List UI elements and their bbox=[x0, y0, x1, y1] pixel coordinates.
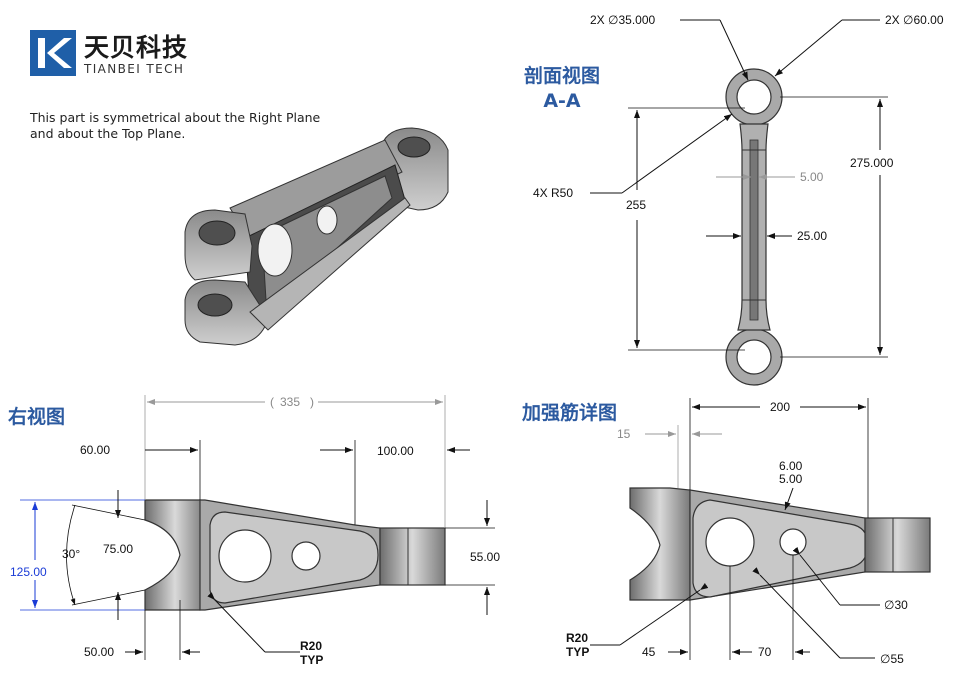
section-hole-large-dim: 2X ∅60.00 bbox=[885, 13, 944, 27]
company-name-en: TIANBEI TECH bbox=[84, 62, 185, 76]
right-bottom-width-dim: 50.00 bbox=[84, 645, 114, 659]
section-web-thin-dim: 5.00 bbox=[800, 170, 824, 184]
note-line-2: and about the Top Plane. bbox=[30, 126, 186, 141]
rib-hole-small-dim: ∅30 bbox=[884, 598, 908, 612]
section-fillet-dim: 4X R50 bbox=[533, 186, 573, 200]
company-name-cn: 天贝科技 bbox=[84, 33, 189, 62]
right-boss-height-dim: 55.00 bbox=[470, 550, 500, 564]
right-left-width-dim: 60.00 bbox=[80, 443, 110, 457]
note-line-1: This part is symmetrical about the Right… bbox=[30, 110, 321, 125]
logo-k-icon bbox=[30, 30, 76, 76]
section-height-total-dim: 275.000 bbox=[850, 156, 894, 170]
rib-fillet-dim: R20 bbox=[566, 631, 588, 645]
section-view-title: 剖面视图 A-A bbox=[516, 64, 608, 114]
section-height-inner-dim: 255 bbox=[626, 198, 646, 212]
rib-hole-large-dim: ∅55 bbox=[880, 652, 904, 666]
right-right-width-dim: 100.00 bbox=[377, 444, 414, 458]
rib-position-1-dim: 45 bbox=[642, 645, 656, 659]
right-overall-value: 335 bbox=[280, 395, 300, 409]
rib-position-2-dim: 70 bbox=[758, 645, 772, 659]
rib-detail-title: 加强筋详图 bbox=[522, 402, 618, 424]
rib-thickness-1-dim: 6.00 bbox=[779, 459, 803, 473]
right-height-dim: 125.00 bbox=[10, 565, 47, 579]
section-view-title-label: A-A bbox=[543, 90, 581, 112]
right-overall-dim: ( bbox=[270, 395, 274, 409]
rib-offset-dim: 15 bbox=[617, 427, 631, 441]
right-fillet-typ: TYP bbox=[300, 653, 323, 667]
rib-detail-view: 200 15 6.00 5.00 ∅30 ∅55 R20 TYP bbox=[566, 398, 931, 666]
company-logo-mark bbox=[30, 30, 76, 76]
section-web-width-dim: 25.00 bbox=[797, 229, 827, 243]
right-view: ( 335 ) 60.00 100.00 125.00 30° bbox=[10, 395, 500, 667]
section-hole-small-dim: 2X ∅35.000 bbox=[590, 13, 655, 27]
rib-length-dim: 200 bbox=[770, 400, 790, 414]
symmetry-note: This part is symmetrical about the Right… bbox=[30, 110, 390, 142]
right-overall-paren: ) bbox=[310, 395, 314, 409]
section-view-title-cn: 剖面视图 bbox=[523, 65, 600, 87]
right-slot-dim: 75.00 bbox=[103, 542, 133, 556]
right-view-title: 右视图 bbox=[8, 406, 66, 428]
right-fillet-dim: R20 bbox=[300, 639, 322, 653]
rib-thickness-2-dim: 5.00 bbox=[779, 472, 803, 486]
right-angle-dim: 30° bbox=[62, 547, 80, 561]
section-view: 2X ∅35.000 2X ∅60.00 4X R50 255 275.000 … bbox=[533, 13, 944, 386]
rib-fillet-typ: TYP bbox=[566, 645, 589, 659]
isometric-view bbox=[184, 127, 449, 346]
